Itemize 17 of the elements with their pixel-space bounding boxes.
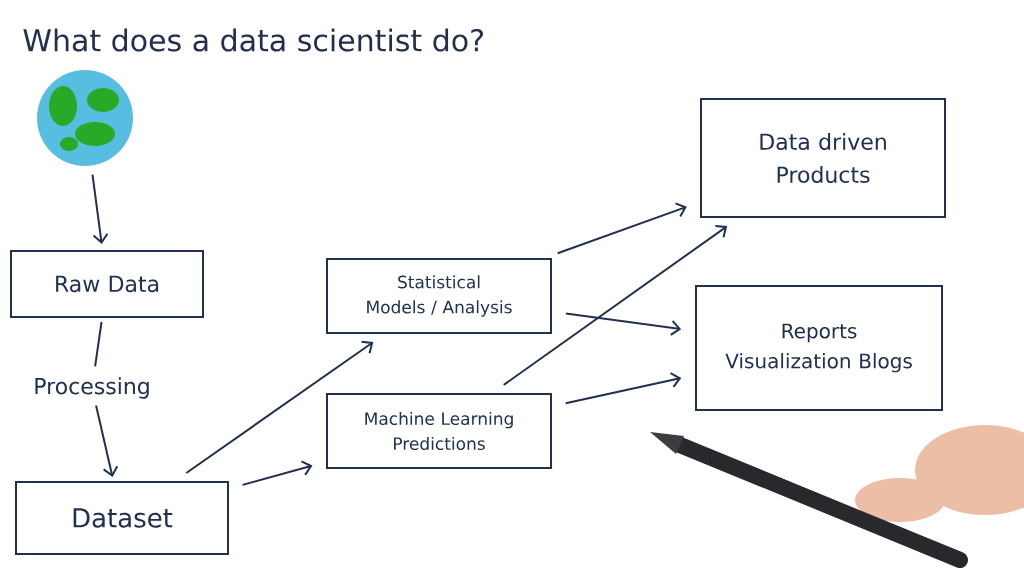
- globe-drawing: [37, 70, 133, 166]
- process-box: Raw Data: [10, 250, 204, 318]
- arrow: [564, 312, 682, 336]
- arrow: [502, 224, 728, 386]
- arrow: [564, 372, 682, 405]
- process-box: Data driven Products: [700, 98, 946, 218]
- arrow: [556, 202, 687, 255]
- arrow: [241, 460, 313, 486]
- process-box: Reports Visualization Blogs: [695, 285, 943, 411]
- process-box: Machine Learning Predictions: [326, 393, 552, 469]
- step-label: Processing: [35, 377, 149, 399]
- process-box: Dataset: [15, 481, 229, 555]
- arrow: [185, 340, 374, 474]
- arrow: [95, 404, 119, 478]
- process-box: Statistical Models / Analysis: [326, 258, 552, 334]
- arrow: [91, 173, 109, 245]
- title: What does a data scientist do?: [23, 28, 483, 52]
